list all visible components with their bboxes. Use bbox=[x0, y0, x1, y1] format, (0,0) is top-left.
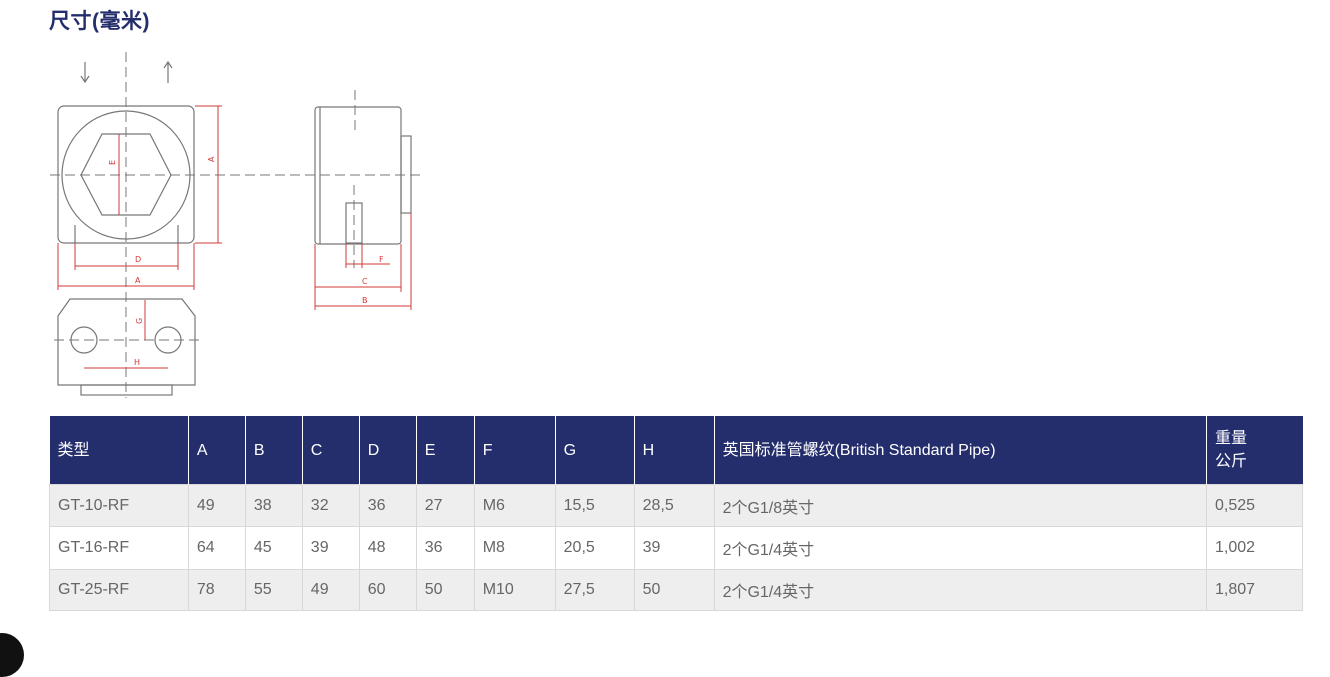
cell-d: 60 bbox=[358, 569, 417, 611]
header-c: C bbox=[302, 416, 360, 485]
header-f: F bbox=[474, 416, 556, 485]
dim-label-a-vertical: A bbox=[207, 156, 216, 162]
cell-c: 39 bbox=[301, 526, 360, 570]
dim-label-e: E bbox=[108, 160, 117, 165]
page-title: 尺寸(毫米) bbox=[49, 10, 150, 33]
dim-label-g: G bbox=[135, 318, 144, 324]
cell-b: 55 bbox=[244, 569, 303, 611]
dim-label-a-horizontal: A bbox=[135, 276, 141, 285]
header-g: G bbox=[555, 416, 635, 485]
cell-type: GT-25-RF bbox=[49, 569, 189, 611]
cell-h: 28,5 bbox=[633, 484, 715, 527]
table-row: GT-16-RF 64 45 39 48 36 M8 20,5 39 2个G1/… bbox=[49, 526, 1303, 570]
cell-type: GT-10-RF bbox=[49, 484, 189, 527]
dim-label-h: H bbox=[134, 358, 140, 367]
header-b: B bbox=[245, 416, 303, 485]
cell-g: 15,5 bbox=[554, 484, 635, 527]
dim-label-c: C bbox=[362, 277, 368, 286]
header-type: 类型 bbox=[49, 416, 189, 485]
cell-h: 50 bbox=[633, 569, 715, 611]
header-weight: 重量 公斤 bbox=[1206, 416, 1303, 485]
cell-thread: 2个G1/4英寸 bbox=[713, 526, 1208, 570]
header-d: D bbox=[359, 416, 417, 485]
cell-f: M8 bbox=[473, 526, 556, 570]
cell-a: 64 bbox=[187, 526, 246, 570]
cell-a: 78 bbox=[187, 569, 246, 611]
cell-thread: 2个G1/4英寸 bbox=[713, 569, 1208, 611]
dimensions-table: 类型 A B C D E F G H 英国标准管螺纹(British Stand… bbox=[49, 416, 1303, 611]
cell-weight: 1,002 bbox=[1206, 526, 1303, 570]
floating-action-button[interactable] bbox=[0, 633, 24, 677]
bottom-view-body bbox=[57, 298, 196, 386]
cell-f: M10 bbox=[473, 569, 556, 611]
cell-c: 49 bbox=[301, 569, 360, 611]
cell-f: M6 bbox=[473, 484, 556, 527]
cell-type: GT-16-RF bbox=[49, 526, 189, 570]
cell-weight: 1,807 bbox=[1206, 569, 1303, 611]
cell-d: 48 bbox=[358, 526, 417, 570]
cell-weight: 0,525 bbox=[1206, 484, 1303, 527]
dim-label-d: D bbox=[135, 255, 141, 264]
dimension-drawing: A E D A F C B G H bbox=[50, 52, 420, 398]
cell-e: 36 bbox=[415, 526, 475, 570]
header-weight-label: 重量 bbox=[1215, 430, 1248, 447]
table-row: GT-25-RF 78 55 49 60 50 M10 27,5 50 2个G1… bbox=[49, 569, 1303, 611]
cell-h: 39 bbox=[633, 526, 715, 570]
header-a: A bbox=[188, 416, 246, 485]
table-row: GT-10-RF 49 38 32 36 27 M6 15,5 28,5 2个G… bbox=[49, 484, 1303, 527]
cell-c: 32 bbox=[301, 484, 360, 527]
dim-label-b: B bbox=[362, 296, 368, 305]
cell-g: 20,5 bbox=[554, 526, 635, 570]
cell-e: 50 bbox=[415, 569, 475, 611]
cell-b: 45 bbox=[244, 526, 303, 570]
cell-thread: 2个G1/8英寸 bbox=[713, 484, 1208, 527]
header-thread: 英国标准管螺纹(British Standard Pipe) bbox=[714, 416, 1208, 485]
dim-label-f: F bbox=[379, 255, 384, 264]
cell-a: 49 bbox=[187, 484, 246, 527]
cell-e: 27 bbox=[415, 484, 475, 527]
table-header-row: 类型 A B C D E F G H 英国标准管螺纹(British Stand… bbox=[49, 416, 1303, 485]
cell-g: 27,5 bbox=[554, 569, 635, 611]
cell-d: 36 bbox=[358, 484, 417, 527]
header-weight-unit: 公斤 bbox=[1215, 453, 1248, 470]
header-h: H bbox=[634, 416, 715, 485]
header-e: E bbox=[416, 416, 475, 485]
cell-b: 38 bbox=[244, 484, 303, 527]
